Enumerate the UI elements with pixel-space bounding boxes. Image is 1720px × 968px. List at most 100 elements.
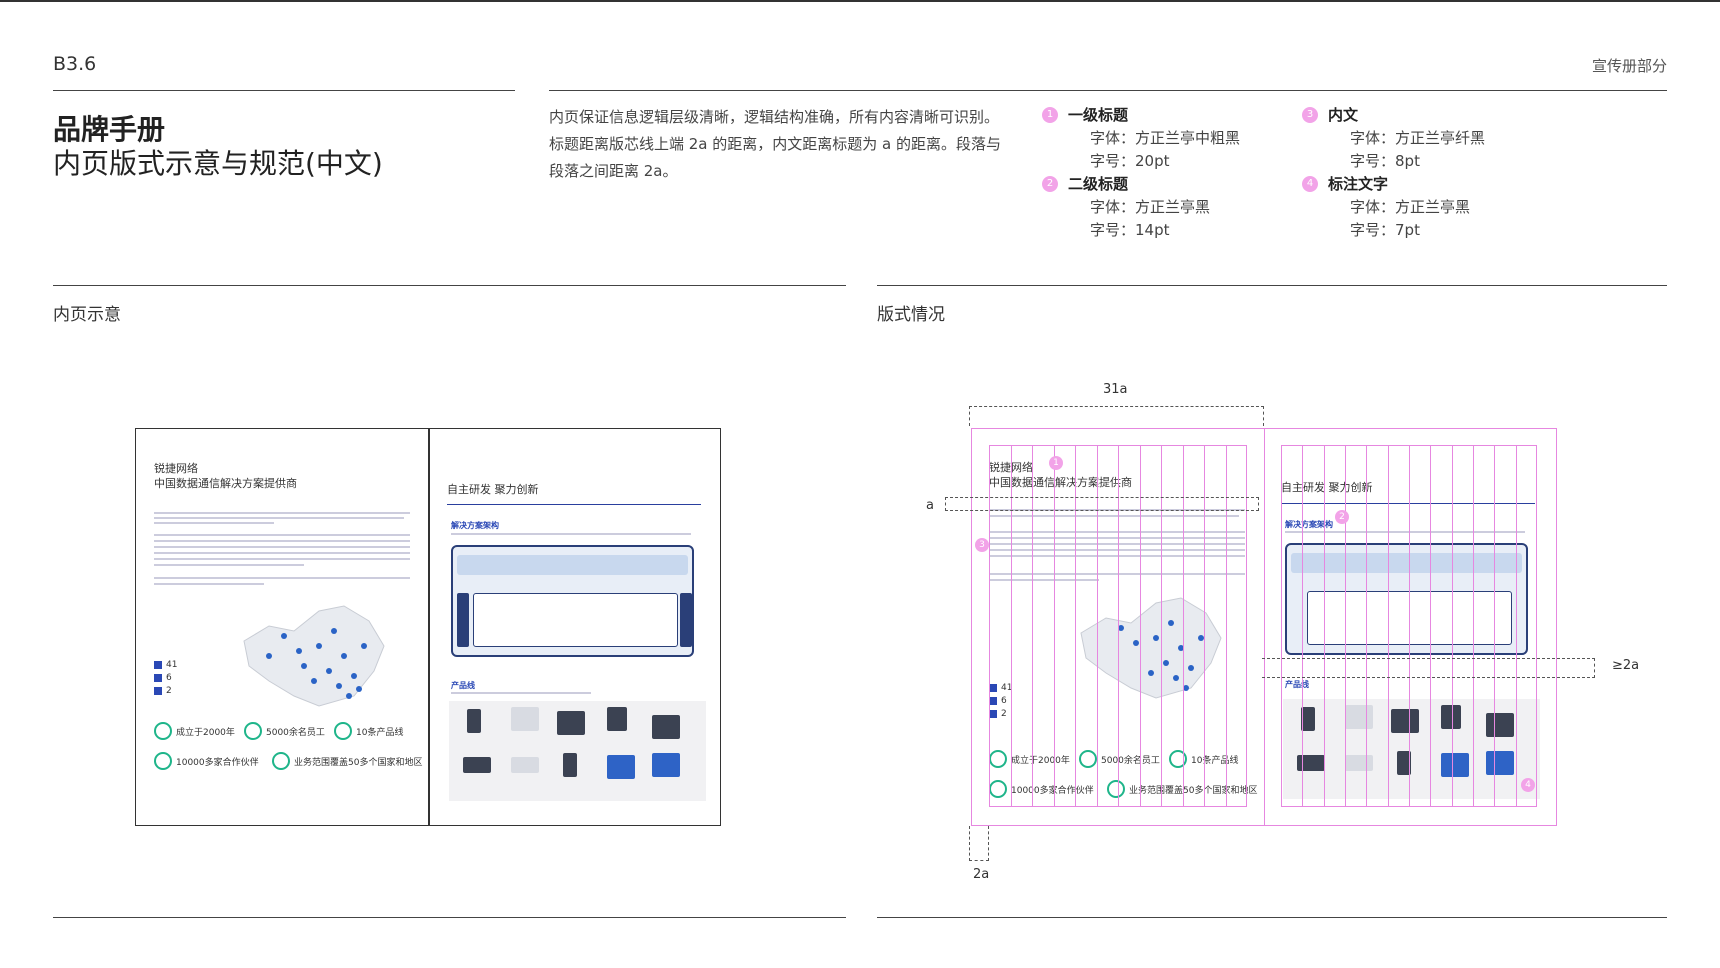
rule-bottom-left <box>53 917 846 918</box>
spec-title: 标注文字 <box>1328 175 1389 193</box>
highlight-icon <box>272 752 290 770</box>
solution-heading: 解决方案架构 <box>1285 520 1333 529</box>
highlight-icon <box>154 722 172 740</box>
grid-column-line <box>1032 445 1033 807</box>
product-image <box>1397 751 1411 775</box>
spec-font: 字体：方正兰亭纤黑 <box>1350 129 1486 147</box>
body-text-line <box>451 692 591 694</box>
page2-title: 自主研发 聚力创新 <box>447 483 539 496</box>
right-panel-label: 版式情况 <box>877 305 945 325</box>
dim-label-2a-right: ≥2a <box>1612 658 1640 673</box>
product-heading: 产品线 <box>451 681 475 690</box>
grid-column-line <box>1388 445 1389 807</box>
body-text-line <box>154 558 410 560</box>
page-code: B3.6 <box>53 53 97 75</box>
grid-column-line <box>1452 445 1453 807</box>
marker-2: 2 <box>1335 510 1349 524</box>
highlight-item: 成立于2000年 <box>154 722 235 740</box>
body-text-line <box>154 512 410 514</box>
diagram-row <box>1291 553 1522 573</box>
product-image <box>652 753 680 777</box>
stat-item: 41 <box>154 660 177 670</box>
spec-font: 字体：方正兰亭黑 <box>1090 198 1211 216</box>
spec-level1: 1 一级标题 字体：方正兰亭中粗黑 字号：20pt <box>1042 104 1241 173</box>
marker-3: 3 <box>975 538 989 552</box>
brochure-spread: 锐捷网络 中国数据通信解决方案提供商 41 6 2 成立于2000年 <box>135 428 721 826</box>
body-text-line <box>154 577 410 579</box>
body-text-line <box>154 552 410 554</box>
grid-column-line <box>1118 445 1119 807</box>
stat-icon <box>154 687 162 695</box>
spec-number: 1 <box>1042 107 1058 123</box>
body-text-line <box>989 555 1245 557</box>
body-text-line <box>989 573 1245 575</box>
spec-font: 字体：方正兰亭中粗黑 <box>1090 129 1241 147</box>
grid-column-line <box>1302 445 1303 807</box>
product-image <box>1391 709 1419 733</box>
left-panel-label: 内页示意 <box>53 305 121 325</box>
stat-item: 6 <box>154 673 172 683</box>
grid-column-line <box>1075 445 1076 807</box>
product-image <box>1301 707 1315 731</box>
body-text-line <box>989 543 1245 545</box>
stat-item: 41 <box>989 683 1012 693</box>
product-image <box>1441 753 1469 777</box>
product-image <box>652 715 680 739</box>
dim-label-a: a <box>926 498 934 513</box>
highlight-item: 5000余名员工 <box>244 722 325 740</box>
diagram-side <box>457 593 469 647</box>
body-text-line <box>1285 531 1525 533</box>
body-text-line <box>154 540 410 542</box>
marker-4: 4 <box>1521 778 1535 792</box>
highlight-item: 业务范围覆盖50多个国家和地区 <box>1107 780 1257 798</box>
highlight-item: 10000多家合作伙伴 <box>989 780 1094 798</box>
spec-number: 3 <box>1302 107 1318 123</box>
grid-column-line <box>1345 445 1346 807</box>
diagram-row <box>457 555 688 575</box>
dim-2a-bottom-bracket <box>969 826 989 861</box>
spec-title: 二级标题 <box>1068 175 1129 193</box>
highlight-item: 10000多家合作伙伴 <box>154 752 259 770</box>
product-image <box>607 707 627 731</box>
diagram-core <box>473 593 678 647</box>
china-map <box>243 605 385 707</box>
body-text-line <box>989 579 1099 581</box>
highlight-item: 10条产品线 <box>334 722 403 740</box>
dim-label-31a: 31a <box>1103 382 1128 397</box>
page2-title-rule <box>1281 503 1535 504</box>
rule-right <box>877 285 1667 286</box>
grid-column-line <box>1324 445 1325 807</box>
product-image <box>557 711 585 735</box>
rule-bottom-right <box>877 917 1667 918</box>
page-subtitle: 内页版式示意与规范(中文) <box>53 147 383 180</box>
page2-title-rule <box>447 504 701 505</box>
grid-column-line <box>1473 445 1474 807</box>
product-image <box>1297 755 1325 771</box>
spec-title: 内文 <box>1328 106 1359 124</box>
highlight-item: 5000余名员工 <box>1079 750 1160 768</box>
grid-column-line <box>1161 445 1162 807</box>
body-text-line <box>154 534 410 536</box>
spine <box>428 429 430 825</box>
grid-column-line <box>1516 445 1517 807</box>
marker-1: 1 <box>1049 456 1063 470</box>
body-text-line <box>154 546 410 548</box>
stat-icon <box>154 674 162 682</box>
page1-title-b: 中国数据通信解决方案提供商 <box>154 477 297 490</box>
body-text-line <box>989 531 1245 533</box>
dim-2a-right-bracket <box>1262 658 1595 678</box>
highlight-icon <box>1079 750 1097 768</box>
grid-column-line <box>1054 445 1055 807</box>
grid-column-line <box>1097 445 1098 807</box>
top-border <box>0 0 1720 2</box>
description: 内页保证信息逻辑层级清晰，逻辑结构准确，所有内容清晰可识别。标题距离版芯线上端 … <box>549 108 1002 180</box>
grid-column-line <box>1430 445 1431 807</box>
product-panel <box>1283 699 1540 799</box>
spec-font: 字体：方正兰亭黑 <box>1350 198 1471 216</box>
grid-column-line <box>1011 445 1012 807</box>
spec-size: 字号：20pt <box>1090 152 1170 170</box>
spec-level2: 2 二级标题 字体：方正兰亭黑 字号：14pt <box>1042 173 1211 242</box>
product-panel <box>449 701 706 801</box>
annotated-page-left: 锐捷网络 中国数据通信解决方案提供商 41 6 2 成立于2000年 5000余… <box>971 443 1263 823</box>
stat-icon <box>989 710 997 718</box>
